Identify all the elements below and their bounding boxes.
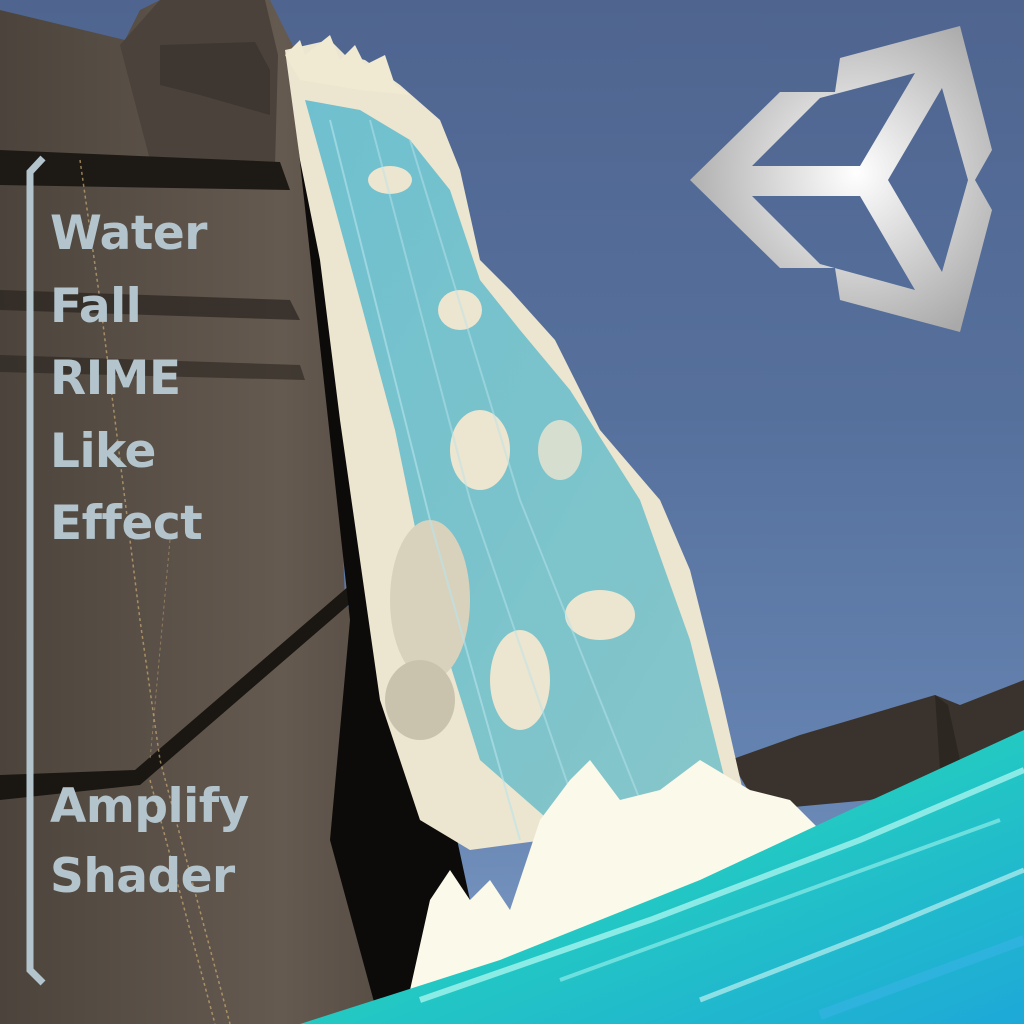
title-line: Like <box>50 423 156 479</box>
title-line: RIME <box>50 351 181 406</box>
title-line: Effect <box>50 496 203 551</box>
title-line: Fall <box>50 278 142 334</box>
subtitle-text: Amplify Shader <box>50 772 249 912</box>
sea <box>300 730 1024 1024</box>
title-text: Water Fall RIME Like Effect <box>50 198 207 561</box>
subtitle-line: Shader <box>50 849 235 904</box>
title-line: Water <box>50 206 207 261</box>
subtitle-line: Amplify <box>50 779 249 834</box>
waterfall <box>285 35 820 1000</box>
